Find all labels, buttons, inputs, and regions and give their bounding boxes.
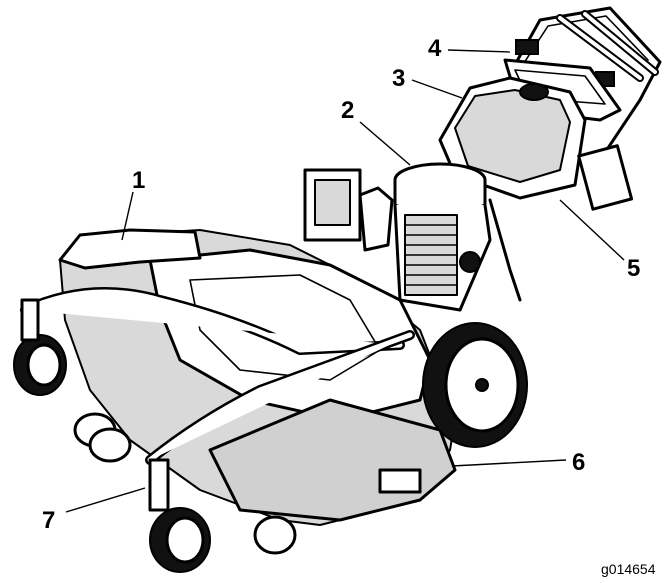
- leader-1: [121, 191, 134, 241]
- figure-id: g014654: [601, 561, 656, 577]
- fuel-tank: [438, 76, 634, 211]
- mower-deck: [58, 228, 457, 526]
- anti-scalp-rollers: [73, 412, 297, 555]
- leader-2: [359, 121, 411, 166]
- leader-7: [65, 487, 146, 513]
- callout-7: 7: [42, 507, 55, 534]
- engine: [303, 162, 522, 312]
- leader-lines: [65, 49, 625, 513]
- fuel-cap: [519, 83, 549, 101]
- leader-5: [559, 199, 625, 261]
- control-knob-left: [515, 39, 539, 55]
- caster-wheel-left: [13, 298, 67, 396]
- callout-2: 2: [341, 97, 354, 124]
- callout-1: 1: [132, 167, 145, 194]
- front-frame: [20, 287, 415, 465]
- grass-deflector: [58, 228, 202, 270]
- caster-wheel-right: [148, 458, 211, 573]
- callout-3: 3: [392, 65, 405, 92]
- callout-6: 6: [572, 449, 585, 476]
- leader-4: [447, 49, 511, 53]
- callout-5: 5: [627, 255, 640, 282]
- deck-handle: [378, 468, 422, 494]
- leader-3: [411, 79, 463, 99]
- callout-4: 4: [428, 35, 442, 62]
- drive-wheel: [422, 322, 528, 448]
- leader-6: [451, 459, 567, 467]
